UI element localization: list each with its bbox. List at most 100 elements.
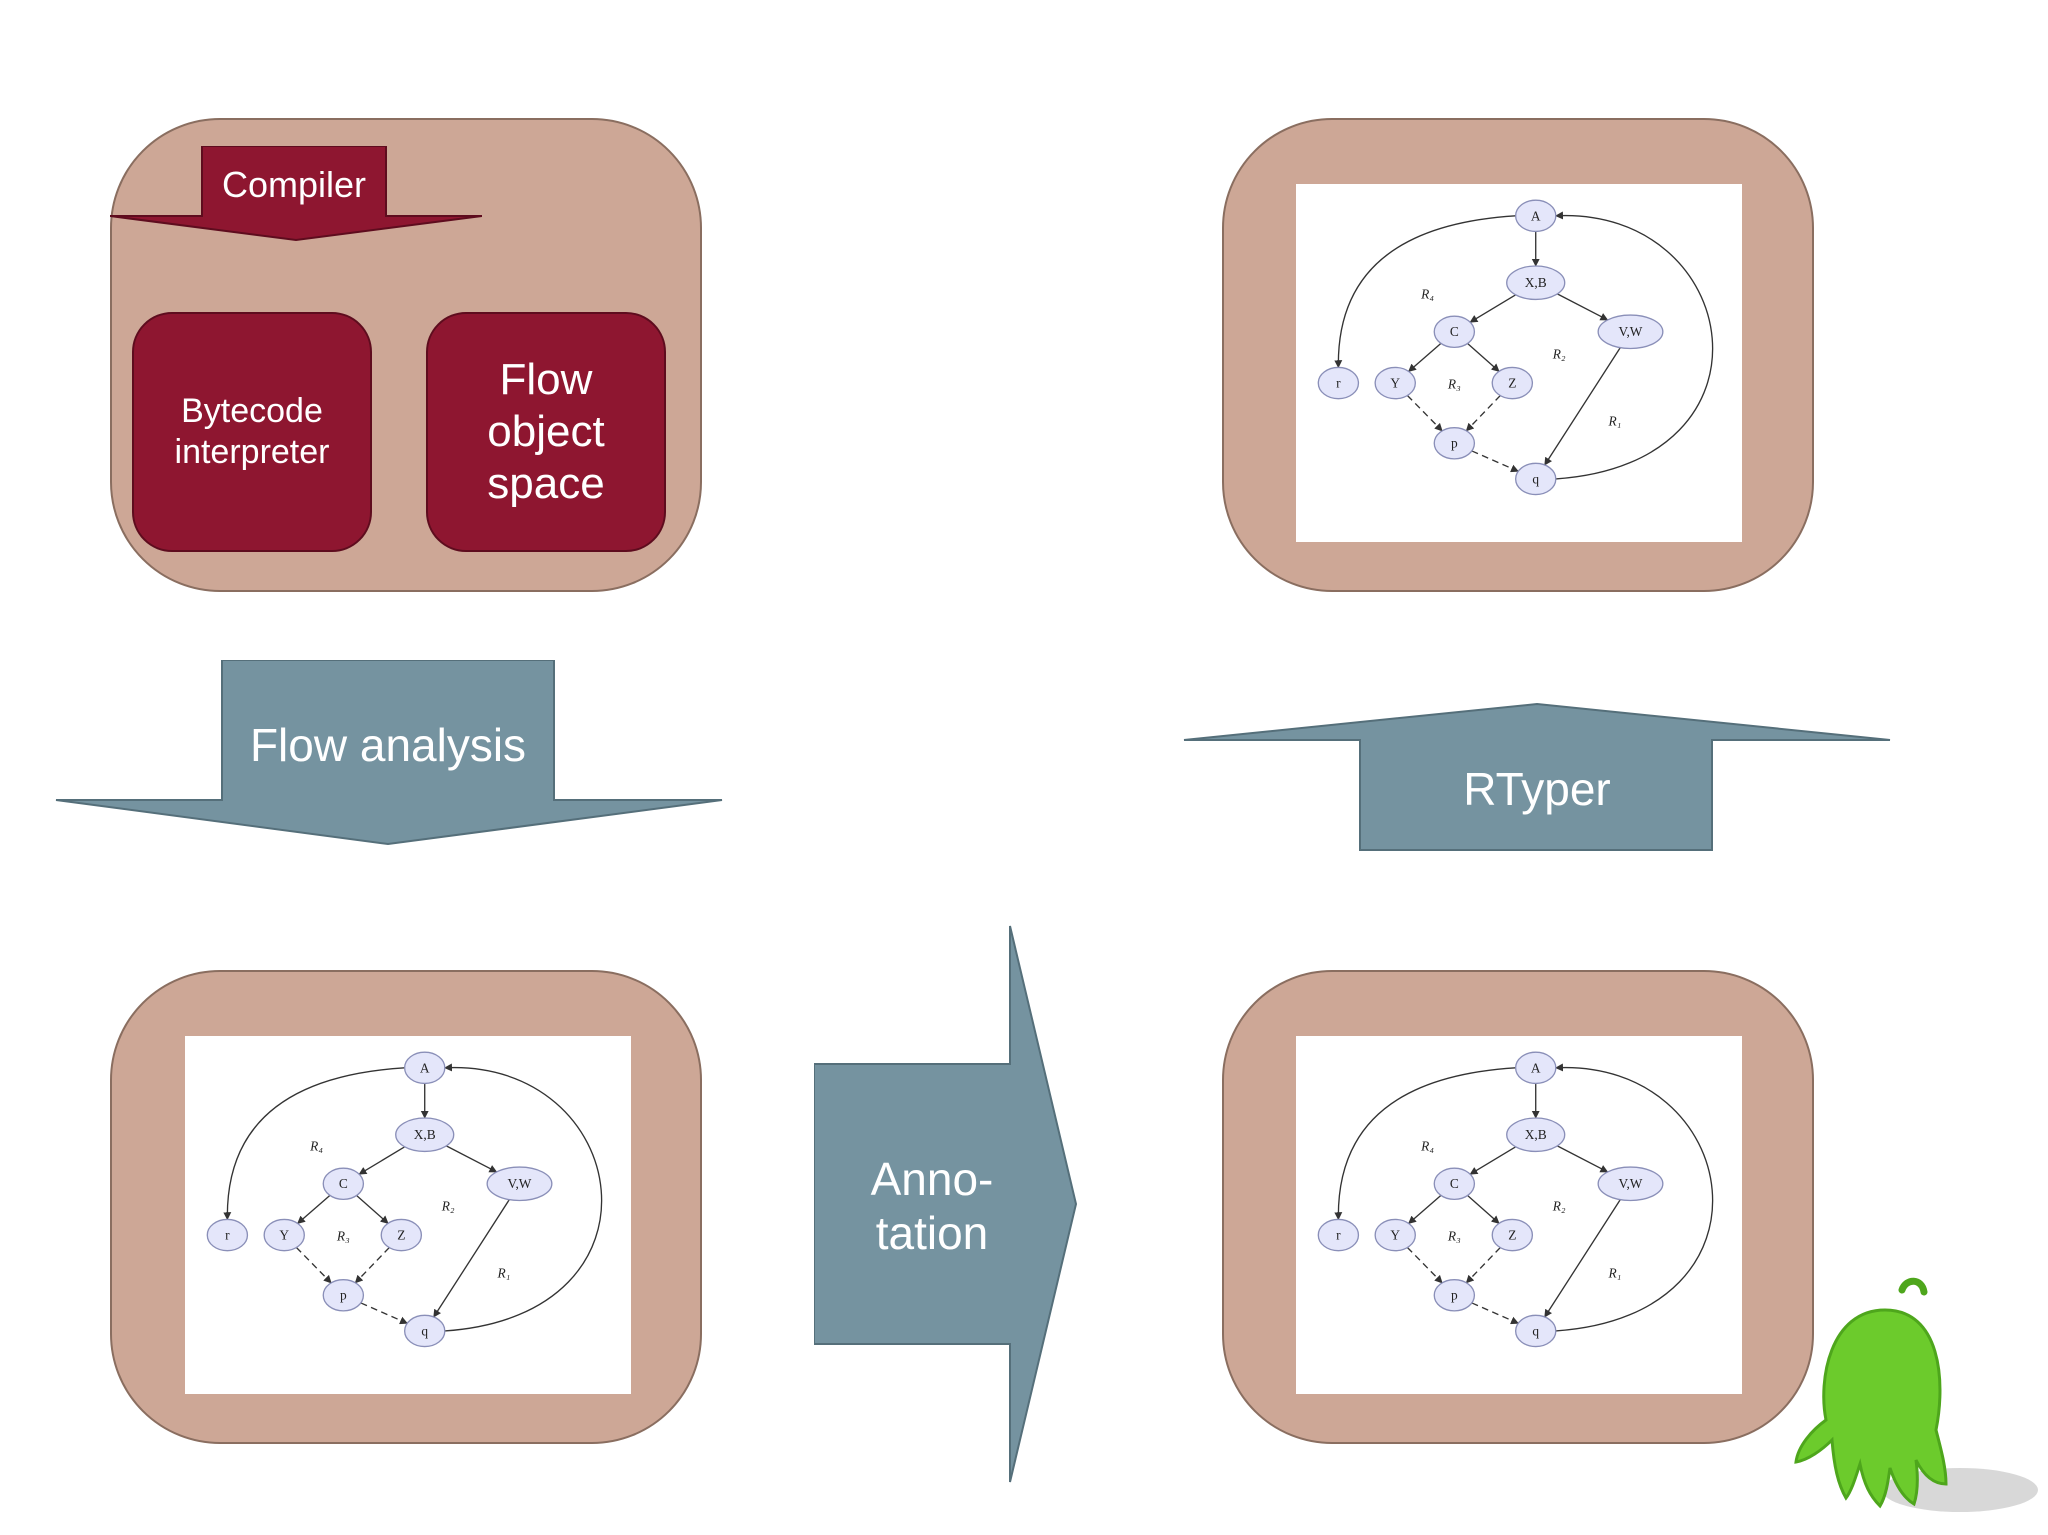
graph-region-label: R₁ [496,1265,510,1280]
graph-node-label: V,W [1619,1176,1643,1191]
graph-edge-A-r [1334,1067,1516,1221]
graph-node-C [1433,1167,1476,1201]
graph-edge-A-r [1334,215,1516,369]
graph-edge-XB-VW [1556,1145,1609,1173]
annotation-label: Anno- tation [870,1153,994,1259]
graph-edge-C-Z [356,1195,389,1224]
graph-region-label: R₂ [1552,1199,1566,1214]
rtyper-arrow [1183,702,1891,851]
graph-node-label: q [421,1323,428,1338]
graph-node-label: A [420,1060,430,1075]
graph-node-A [1514,199,1557,233]
graph-node-q [403,1314,446,1348]
graph-node-A [403,1051,446,1085]
graph-node-label: q [1532,1323,1539,1338]
graph-edge-Y-p [1406,1247,1443,1284]
graph-node-Y [1374,366,1416,400]
graph-region-label: R₁ [1607,1265,1621,1280]
graph-edge-VW-q [433,1199,510,1318]
graph-node-label: p [1451,1288,1458,1303]
graph-edge-q-A [1554,1063,1714,1332]
graph-edge-XB-C [1469,294,1517,323]
graph-node-label: r [1336,1228,1341,1243]
graph-node-Y [263,1218,305,1252]
compiler-label: Compiler [221,164,367,205]
graph-node-Z [380,1218,423,1252]
bytecode-interpreter-box: Bytecode interpreter [132,312,372,552]
graph-edge-A-r [223,1067,405,1221]
graph-edge-Y-p [295,1247,332,1284]
graph-node-label: C [339,1176,348,1191]
graph-node-q [1514,1314,1557,1348]
graph-node-label: Y [1390,376,1400,391]
graph-node-q [1514,462,1557,496]
graph-edge-C-Y [1408,342,1442,372]
graph-region-label: R₃ [336,1229,350,1244]
graph-node-label: r [225,1228,230,1243]
graph-node-p [322,1279,365,1312]
graph-node-label: p [340,1288,347,1303]
graph-edge-q-A [443,1063,603,1332]
graph-region-label: R₄ [1420,286,1434,301]
graph-node-Z [1491,1218,1534,1252]
graph-node-XB [1506,1117,1566,1153]
graph-edge-VW-q [1544,347,1621,466]
flow-analysis-label: Flow analysis [249,719,527,771]
graph-node-label: C [1450,1176,1459,1191]
graph-region-label: R₄ [309,1138,323,1153]
graph-node-VW [1597,1166,1664,1202]
graph-region-label: R₄ [1420,1138,1434,1153]
bytecode-interpreter-label: Bytecode interpreter [174,392,330,471]
graph-node-label: Z [1508,376,1516,391]
graph-node-r [1317,366,1360,400]
annotation-arrow [814,925,1078,1483]
graph-node-label: q [1532,471,1539,486]
graph-edge-q-A [1554,211,1714,480]
graph-node-C [322,1167,365,1201]
graph-node-label: X,B [1525,1127,1547,1142]
flow-analysis-arrow [55,660,723,846]
graph-node-VW [1597,314,1664,350]
flow-object-space-box: Flow object space [426,312,666,552]
graph-node-A [1514,1051,1557,1085]
graph-node-label: Y [1390,1228,1400,1243]
graph-node-p [1433,1279,1476,1312]
graph-edge-XB-C [358,1146,406,1175]
graph-node-label: Z [397,1228,405,1243]
graph-node-label: X,B [414,1127,436,1142]
graph-edge-Z-p [1465,1247,1501,1284]
graph-edge-C-Z [1467,343,1500,372]
graph-region-label: R₃ [1447,377,1461,392]
graph-node-label: A [1531,208,1541,223]
graph-region-label: R₁ [1607,413,1621,428]
graph-edge-XB-C [1469,1146,1517,1175]
graph-edge-p-q [360,1302,408,1325]
graph-edge-XB-VW [445,1145,498,1173]
graph-edge-Z-p [354,1247,390,1284]
graph-region-label: R₂ [441,1199,455,1214]
graph-region-label: R₂ [1552,347,1566,362]
graph-node-label: p [1451,436,1458,451]
rtyper-label: RTyper [1463,763,1611,815]
graph-node-Z [1491,366,1534,400]
graph-node-XB [395,1117,455,1153]
graph-node-r [1317,1218,1360,1252]
graph-edge-Y-p [1406,395,1443,432]
graph-node-label: Y [279,1228,289,1243]
graph-edge-C-Z [1467,1195,1500,1224]
graph-edge-C-Y [297,1194,331,1224]
graph-node-label: r [1336,376,1341,391]
graph-node-label: C [1450,324,1459,339]
graph-edge-VW-q [1544,1199,1621,1318]
graph-edge-Z-p [1465,395,1501,432]
compiler-arrow [110,146,482,242]
graph-node-p [1433,427,1476,460]
graph-edge-C-Y [1408,1194,1442,1224]
graph-node-r [206,1218,249,1252]
graph-node-VW [486,1166,553,1202]
graph-node-label: A [1531,1060,1541,1075]
